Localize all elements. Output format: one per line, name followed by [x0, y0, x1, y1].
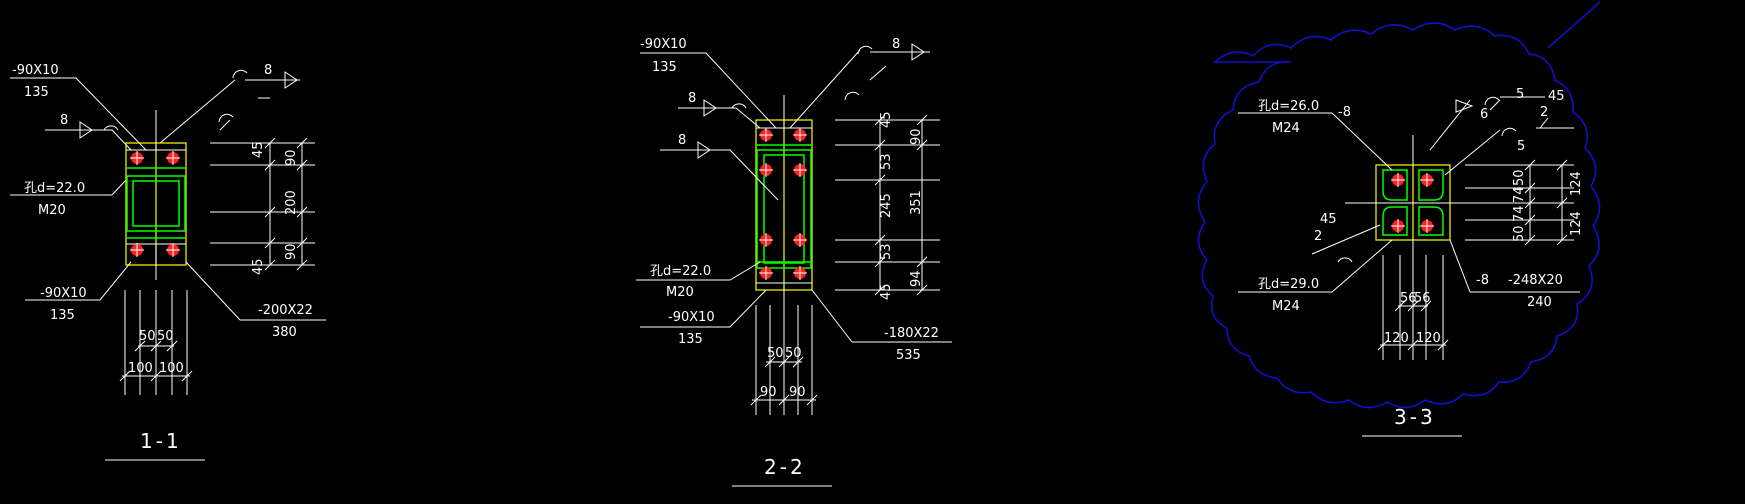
dim-label: 245 [879, 193, 894, 218]
section-title: 1-1 [140, 429, 182, 453]
section-title: 3-3 [1394, 405, 1436, 429]
plate-bottom-label: -90X10 [40, 286, 87, 301]
plate-top-label: -8 [1338, 105, 1351, 120]
dim-label: 200 [284, 190, 299, 215]
weld-top-size: 8 [892, 37, 900, 52]
revision-cloud [1197, 22, 1601, 409]
dim-label: 50 [785, 346, 802, 361]
bolt-label: M20 [38, 203, 66, 218]
section-3-3: 孔d=26.0 M24 -8 5 45 6 2 5 45 2 孔d=29.0 M… [1197, 1, 1601, 437]
plate-bottom-length: 135 [678, 332, 703, 347]
dim-label: 90 [760, 385, 777, 400]
plate-top-length: 135 [24, 85, 49, 100]
box-section [756, 149, 812, 269]
dim-label: 45 [879, 283, 894, 300]
hole-label: 孔d=22.0 [24, 181, 85, 196]
dim-label: 53 [879, 153, 894, 170]
dim-label: 90 [284, 243, 299, 260]
plate-top-label: -90X10 [640, 37, 687, 52]
dim-label: 45 [879, 111, 894, 128]
dim-label: 50 [767, 346, 784, 361]
weld-size: 2 [1314, 229, 1322, 244]
plate-top-label: -90X10 [12, 63, 59, 78]
weld-length: 2 [1540, 105, 1548, 120]
hole-label: 孔d=22.0 [650, 264, 711, 279]
flange-plate-label: -180X22 [884, 326, 939, 341]
weld-size: 6 [1480, 107, 1488, 122]
dim-label: 53 [879, 243, 894, 260]
dim-label: 90 [909, 128, 924, 145]
flange-plate-label: -200X22 [258, 303, 313, 318]
dim-label: 56 [1400, 291, 1417, 306]
flange-plate-label: -248X20 [1508, 273, 1563, 288]
bolt-group [130, 151, 180, 257]
dim-label: 351 [909, 190, 924, 215]
weld-left-size: 8 [60, 113, 68, 128]
bolt-top-label: M24 [1272, 121, 1300, 136]
dim-label: 100 [128, 361, 153, 376]
plate-bottom-length: 135 [50, 308, 75, 323]
flange-plate-length: 240 [1527, 295, 1552, 310]
weld-left-size: 8 [688, 91, 696, 106]
bolt-label: M20 [666, 285, 694, 300]
channel-section [1382, 169, 1408, 201]
dim-label: 124 [1569, 211, 1584, 236]
dim-label: 90 [284, 149, 299, 166]
dim-label: 124 [1569, 171, 1584, 196]
section-1-1: -90X10 135 8 8 孔d=22.0 M20 -90X10 135 -2… [10, 63, 326, 461]
hole-bottom-label: 孔d=29.0 [1258, 277, 1319, 292]
weld-mid-size: 8 [678, 133, 686, 148]
weld-length: 45 [1320, 212, 1337, 227]
weld-top-size: 8 [264, 63, 272, 78]
weld-length: 45 [1548, 89, 1565, 104]
channel-section [1382, 206, 1408, 236]
section-title: 2-2 [764, 455, 806, 479]
flange-plate-length: 535 [896, 348, 921, 363]
channel-section [1418, 206, 1444, 236]
bolt-bottom-label: M24 [1272, 299, 1300, 314]
dim-label: 50 [157, 329, 174, 344]
channel-section [1418, 169, 1444, 201]
dim-label: 94 [909, 270, 924, 287]
dim-label: 90 [789, 385, 806, 400]
bolt-group [1391, 173, 1434, 233]
weld-size: 5 [1517, 139, 1525, 154]
dim-label: 74 [1512, 205, 1527, 222]
dim-label: 120 [1384, 331, 1409, 346]
dim-label: 74 [1512, 186, 1527, 203]
dim-label: 50 [139, 329, 156, 344]
dim-label: 100 [159, 361, 184, 376]
dim-label: 56 [1414, 291, 1431, 306]
box-section [126, 175, 186, 232]
hole-top-label: 孔d=26.0 [1258, 99, 1319, 114]
plate-top-length: 135 [652, 60, 677, 75]
dim-label: 120 [1416, 331, 1441, 346]
dim-label: 50 [1512, 169, 1527, 186]
dim-label: 50 [1512, 225, 1527, 242]
plate-side-label: -8 [1476, 273, 1489, 288]
dim-label: 45 [251, 258, 266, 275]
weld-size: 5 [1516, 87, 1524, 102]
section-2-2: -90X10 135 8 8 8 孔d=22.0 M20 -90X10 135 … [636, 37, 952, 487]
flange-plate-length: 380 [272, 325, 297, 340]
plate-bottom-label: -90X10 [668, 310, 715, 325]
bolt-group [759, 128, 807, 280]
dim-label: 45 [251, 141, 266, 158]
